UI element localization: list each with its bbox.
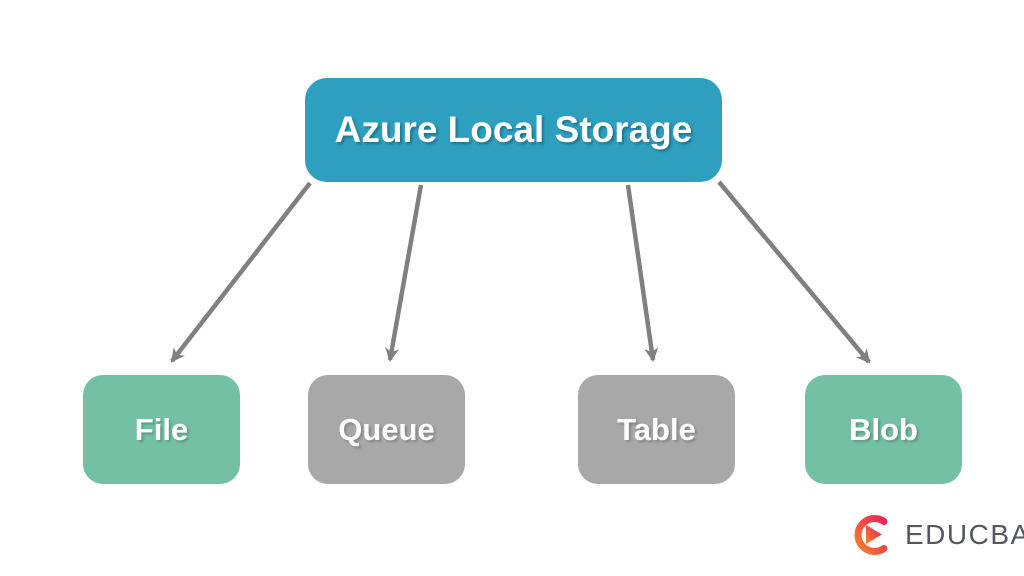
node-table-label: Table — [617, 411, 696, 447]
node-blob: Blob — [805, 375, 962, 484]
educba-logo-play-triangle — [866, 525, 882, 544]
educba-logo-icon — [854, 515, 888, 555]
educba-logo-text: EDUCBA — [905, 519, 1024, 550]
node-blob-label: Blob — [849, 411, 918, 447]
node-queue: Queue — [308, 375, 465, 484]
arrow-root-to-blob — [717, 180, 871, 364]
arrow-root-to-queue — [385, 184, 424, 362]
educba-branding: EDUCBA — [848, 511, 1024, 559]
node-file: File — [83, 375, 240, 484]
arrow-root-to-file — [170, 181, 312, 363]
node-azure-local-storage-label: Azure Local Storage — [334, 109, 693, 150]
node-queue-label: Queue — [338, 411, 435, 447]
node-azure-local-storage: Azure Local Storage — [305, 78, 722, 182]
node-table: Table — [578, 375, 735, 484]
educba-logo-ring — [854, 515, 888, 555]
node-file-label: File — [134, 411, 189, 447]
arrow-root-to-table — [625, 184, 659, 362]
